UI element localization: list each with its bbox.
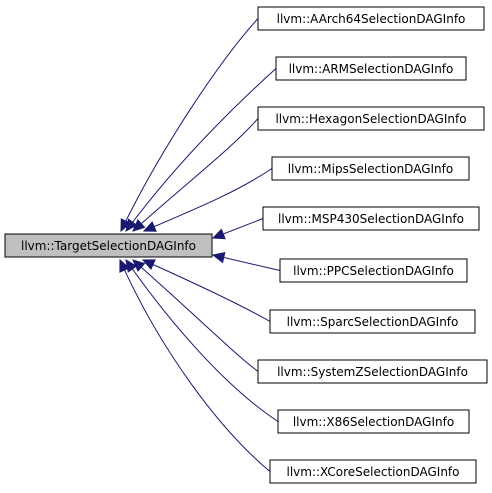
- derived-class-label: llvm::MSP430SelectionDAGInfo: [278, 212, 464, 226]
- derived-class-label: llvm::MipsSelectionDAGInfo: [288, 162, 453, 176]
- derived-class-node[interactable]: llvm::PPCSelectionDAGInfo: [279, 258, 468, 283]
- derived-class-box: [279, 258, 468, 283]
- derived-class-label: llvm::SystemZSelectionDAGInfo: [277, 365, 468, 379]
- inheritance-edge: [125, 259, 279, 422]
- base-class-box: [4, 233, 213, 258]
- inheritance-edges: [119, 18, 281, 472]
- inheritance-arrowhead: [142, 221, 157, 232]
- class-nodes: llvm::TargetSelectionDAGInfo llvm::AArch…: [4, 6, 488, 484]
- derived-class-box: [257, 6, 485, 31]
- base-class-label: llvm::TargetSelectionDAGInfo: [21, 239, 196, 253]
- derived-class-label: llvm::PPCSelectionDAGInfo: [293, 264, 454, 278]
- derived-class-node[interactable]: llvm::SparcSelectionDAGInfo: [269, 309, 476, 334]
- derived-class-box: [257, 359, 488, 384]
- derived-class-node[interactable]: llvm::XCoreSelectionDAGInfo: [269, 459, 477, 484]
- derived-class-label: llvm::HexagonSelectionDAGInfo: [275, 112, 466, 126]
- inheritance-arrowhead: [132, 219, 146, 232]
- inheritance-arrowhead: [211, 251, 226, 264]
- derived-class-node[interactable]: llvm::HexagonSelectionDAGInfo: [257, 106, 485, 131]
- inheritance-edge: [142, 259, 271, 322]
- derived-class-box: [257, 106, 485, 131]
- inheritance-arrowhead: [125, 218, 138, 232]
- derived-class-node[interactable]: llvm::SystemZSelectionDAGInfo: [257, 359, 488, 384]
- derived-class-box: [269, 309, 476, 334]
- derived-class-node[interactable]: llvm::ARMSelectionDAGInfo: [275, 56, 467, 81]
- derived-class-box: [269, 459, 477, 484]
- derived-class-box: [271, 156, 470, 181]
- inheritance-arrowhead: [120, 218, 132, 233]
- derived-class-node[interactable]: llvm::MipsSelectionDAGInfo: [271, 156, 470, 181]
- inheritance-arrowhead: [141, 259, 156, 270]
- derived-class-label: llvm::XCoreSelectionDAGInfo: [286, 465, 459, 479]
- derived-class-label: llvm::AArch64SelectionDAGInfo: [277, 12, 466, 26]
- derived-class-box: [262, 206, 480, 231]
- inheritance-arrowhead: [211, 228, 226, 240]
- derived-class-node[interactable]: llvm::MSP430SelectionDAGInfo: [262, 206, 480, 231]
- inheritance-edge: [119, 259, 271, 472]
- inheritance-arrowhead: [119, 258, 130, 273]
- inheritance-edge: [120, 18, 259, 232]
- inheritance-edge: [125, 68, 277, 232]
- derived-class-box: [275, 56, 467, 81]
- derived-class-label: llvm::ARMSelectionDAGInfo: [289, 62, 454, 76]
- derived-class-node[interactable]: llvm::AArch64SelectionDAGInfo: [257, 6, 485, 31]
- inheritance-edge: [132, 118, 259, 232]
- inheritance-edge: [143, 168, 273, 232]
- inheritance-edge: [132, 259, 259, 372]
- derived-class-node[interactable]: llvm::X86SelectionDAGInfo: [277, 409, 470, 434]
- base-class-node[interactable]: llvm::TargetSelectionDAGInfo: [4, 233, 213, 258]
- derived-class-label: llvm::SparcSelectionDAGInfo: [287, 315, 459, 329]
- derived-class-label: llvm::X86SelectionDAGInfo: [293, 415, 454, 429]
- derived-class-box: [277, 409, 470, 434]
